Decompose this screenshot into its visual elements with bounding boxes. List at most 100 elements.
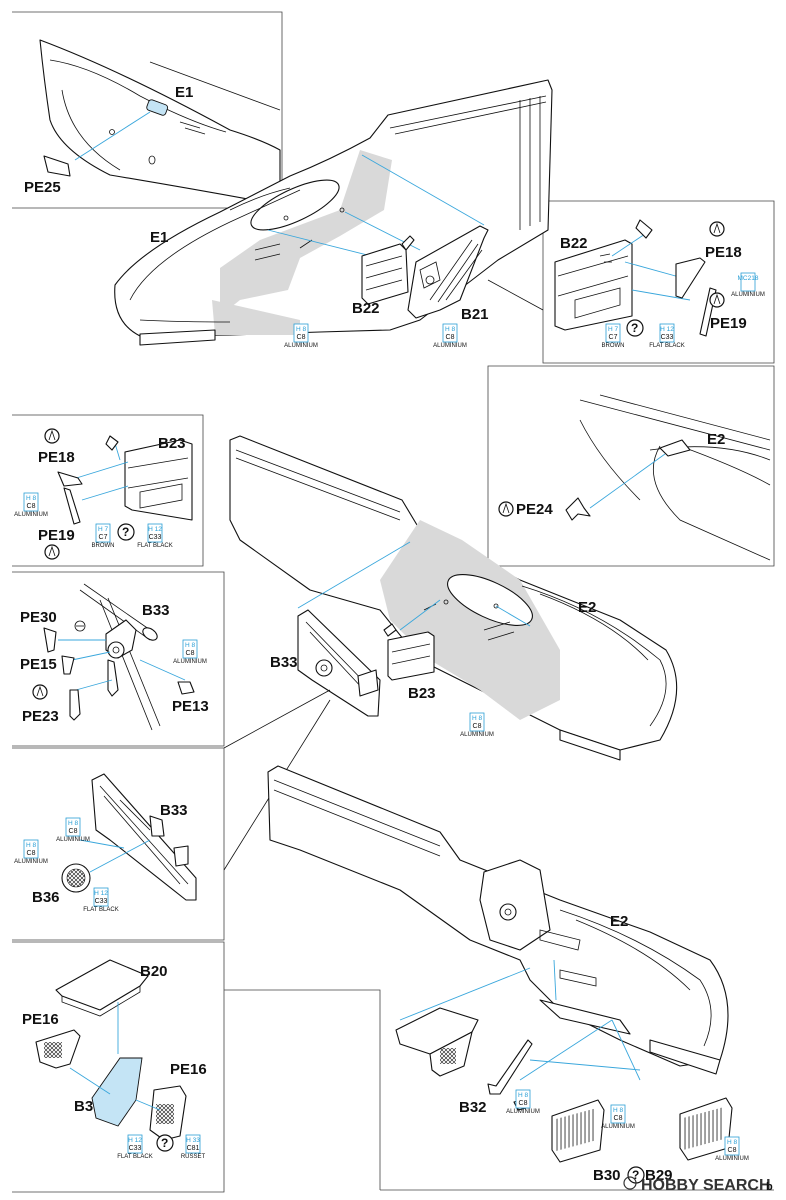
paint-main-code: C8 [446,334,455,341]
paint-name: RUSSET [181,1154,206,1160]
label-b23-inset: B23 [158,435,186,452]
paint-main-code: C33 [661,334,674,341]
paint-main-code: C8 [473,723,482,730]
watermark: HOBBY SEARCH [623,1176,771,1194]
paint-code: H 8 [296,326,307,333]
flip-icon [32,684,48,700]
paint-main-code: C8 [614,1115,623,1122]
inset-e2-pe24 [565,394,771,561]
paint-code: H 8 [68,820,79,827]
panel-frames [12,11,775,1193]
paint-main-code: C33 [149,534,162,541]
paint-name: BROWN [92,543,115,549]
paint-main-code: C8 [297,334,306,341]
leader-line-b22-inset [487,279,544,311]
flip-icon [709,292,725,308]
paint-name: ALUMINIUM [506,1109,540,1115]
label-e1-main: E1 [150,229,168,246]
inset-b22 [554,219,717,337]
fuselage-e2-bottom [267,765,729,1081]
leader-line-b33 [223,689,331,749]
part-b29 [679,1097,733,1161]
paint-code: H 33 [186,1137,200,1144]
label-pe16-right: PE16 [170,1061,207,1078]
paint-name: ALUMINIUM [284,343,318,349]
label-pe16-left: PE16 [22,1011,59,1028]
part-b21 [407,225,489,319]
svg-text:?: ? [632,1168,639,1182]
label-b3: B3 [74,1098,93,1115]
label-pe19-left: PE19 [38,527,75,544]
svg-text:?: ? [161,1136,168,1150]
paint-name: ALUMINIUM [56,837,90,843]
paint-name: ALUMINIUM [14,512,48,518]
paint-name: ALUMINIUM [14,859,48,865]
paint-code: H 8 [445,326,456,333]
label-b22-main: B22 [352,300,380,317]
paint-code: H 12 [128,1137,142,1144]
paint-main-code: C81 [187,1145,200,1152]
label-b33-detail: B33 [142,602,170,619]
label-b30: B30 [593,1167,621,1184]
paint-code: H 12 [148,526,162,533]
paint-main-code: C8 [27,850,36,857]
label-b22-inset: B22 [560,235,588,252]
part-b33-mid [297,609,381,717]
label-pe30: PE30 [20,609,57,626]
question-icon: ? [117,523,135,541]
paint-name: ALUMINIUM [173,659,207,665]
part-b20-bottom [395,1007,479,1077]
label-pe18-inset: PE18 [705,244,742,261]
page-mark: b [766,1181,773,1193]
paint-code: H 8 [472,715,483,722]
flip-icon [709,221,725,237]
paint-main-code: C8 [186,650,195,657]
label-pe15: PE15 [20,656,57,673]
paint-main-code: C8 [519,1100,528,1107]
paint-main-code: C33 [129,1145,142,1152]
label-b20: B20 [140,963,168,980]
label-pe25: PE25 [24,179,61,196]
paint-name: FLAT BLACK [137,543,172,549]
svg-text:?: ? [122,525,129,539]
part-b22-main [361,235,415,305]
paint-main-code: C7 [609,334,618,341]
label-b33-inset: B33 [160,802,188,819]
paint-code: H 8 [518,1092,529,1099]
label-b29: B29 [645,1167,673,1184]
paint-code: H 12 [660,326,674,333]
svg-text:?: ? [631,321,638,335]
paint-code: H 8 [26,842,37,849]
paint-code: H 12 [94,890,108,897]
paint-main-code: C8 [69,828,78,835]
paint-name: ALUMINIUM [433,343,467,349]
flip-icon [498,501,514,517]
label-pe19-inset: PE19 [710,315,747,332]
question-icon: ? [156,1134,174,1152]
part-b30 [551,1099,605,1163]
label-b23-mid: B23 [408,685,436,702]
paint-code: H 8 [26,495,37,502]
label-b32: B32 [459,1099,487,1116]
inset-b23 [57,435,193,525]
paint-name: ALUMINIUM [460,732,494,738]
label-pe24: PE24 [516,501,553,518]
paint-name: ALUMINIUM [715,1156,749,1162]
paint-code: H 7 [98,526,109,533]
paint-code: H 8 [727,1139,738,1146]
paint-name: ALUMINIUM [731,292,765,298]
paint-main-code: C33 [95,898,108,905]
